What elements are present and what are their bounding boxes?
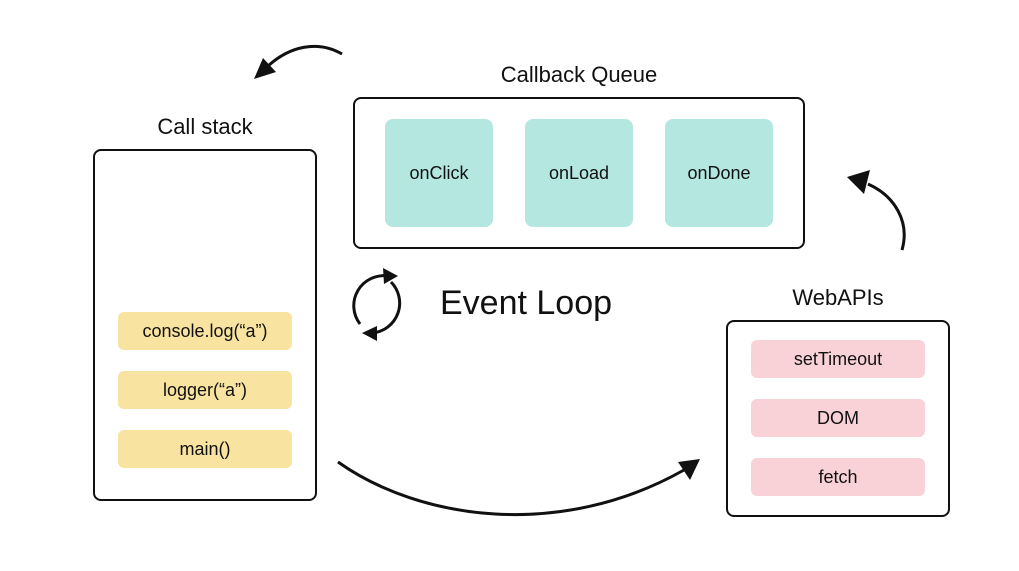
cycle-icon [352,268,402,341]
arrow-webapis-to-queue-icon [847,170,906,251]
web-api-item: setTimeout [751,340,925,378]
web-api-item: DOM [751,399,925,437]
queue-callback: onLoad [525,119,633,227]
arrow-queue-to-stack-icon [254,44,343,79]
stack-frame: console.log(“a”) [118,312,292,350]
arrow-stack-to-webapis-icon [337,459,700,517]
call-stack-title: Call stack [157,114,253,139]
queue-callback: onDone [665,119,773,227]
callback-queue-title: Callback Queue [500,62,658,87]
web-apis-title: WebAPIs [792,285,884,310]
event-loop-label: Event Loop [440,284,613,322]
web-api-item: fetch [751,458,925,496]
stack-frame: main() [118,430,292,468]
stack-frame: logger(“a”) [118,371,292,409]
queue-callback: onClick [385,119,493,227]
